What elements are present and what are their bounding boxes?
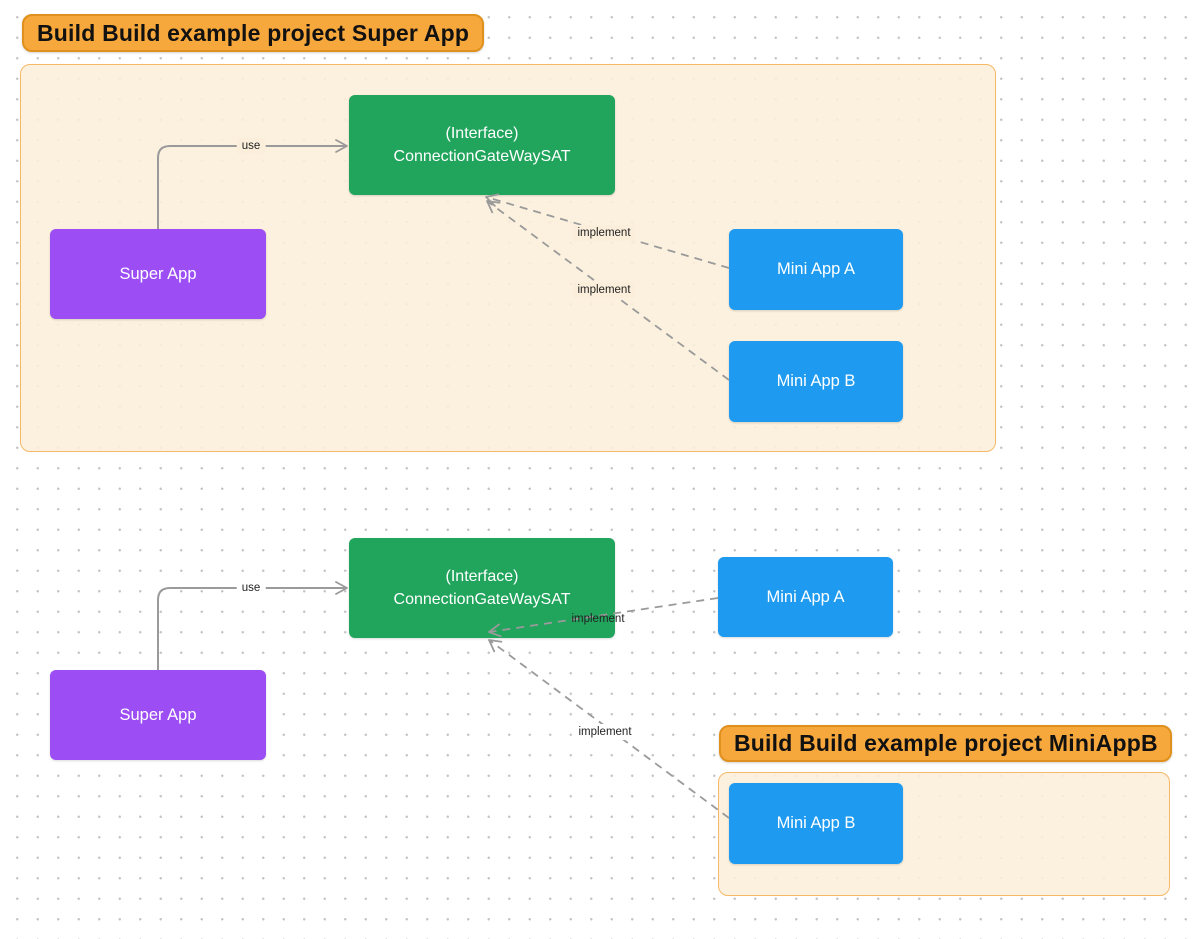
mini-app-a-1-label: Mini App A: [777, 260, 855, 278]
super-app-2-label: Super App: [119, 705, 197, 724]
mini-app-b-1-label: Mini App B: [776, 372, 856, 390]
edge-label-implement-b-2[interactable]: implement: [573, 724, 637, 740]
title-pill-mini-app-b[interactable]: Build Build example project MiniAppB: [719, 725, 1172, 762]
edge-label-implement-a-2[interactable]: implement: [571, 613, 625, 625]
mini-app-b-2-label: Mini App B: [776, 814, 856, 832]
node-mini-app-a-1[interactable]: Mini App A: [729, 229, 903, 310]
interface-1-line1: (Interface): [445, 125, 519, 142]
interface-2-line2: ConnectionGateWaySAT: [393, 591, 571, 608]
edge-use-2[interactable]: [157, 581, 348, 670]
node-mini-app-b-1[interactable]: Mini App B: [729, 341, 903, 422]
interface-2-line1: (Interface): [445, 568, 519, 585]
title-pill-super-app-text: Build Build example project Super App: [37, 19, 470, 46]
node-super-app-1[interactable]: Super App: [50, 229, 266, 319]
title-pill-super-app[interactable]: Build Build example project Super App: [22, 14, 484, 52]
node-mini-app-b-2[interactable]: Mini App B: [729, 783, 903, 864]
edge-label-implement-a-1[interactable]: implement: [572, 225, 636, 241]
mini-app-a-2-label: Mini App A: [766, 587, 845, 606]
super-app-1-label: Super App: [119, 264, 197, 283]
edge-label-use-2[interactable]: use: [236, 580, 266, 596]
interface-1-line2: ConnectionGateWaySAT: [393, 148, 571, 165]
node-mini-app-a-2[interactable]: Mini App A: [718, 557, 893, 637]
title-pill-mini-app-b-text: Build Build example project MiniAppB: [734, 730, 1158, 756]
edge-label-implement-b-1[interactable]: implement: [572, 282, 636, 298]
node-interface-gateway-1[interactable]: (Interface) ConnectionGateWaySAT: [349, 95, 615, 195]
edge-label-use-1[interactable]: use: [236, 138, 266, 154]
node-super-app-2[interactable]: Super App: [50, 670, 266, 760]
